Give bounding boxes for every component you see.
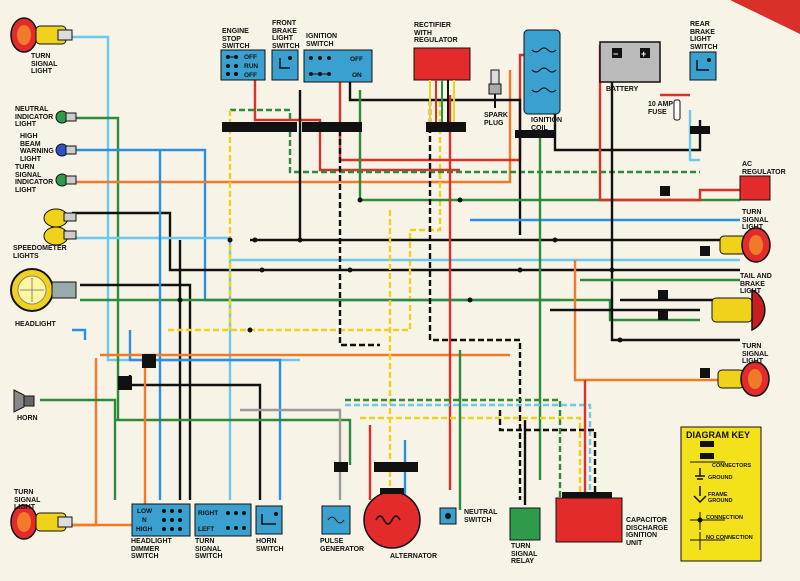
turn-signal-indicator-light-label: TURN SIGNAL INDICATOR LIGHT xyxy=(15,164,54,194)
turn-signal-light-label-bottom-left: TURN SIGNAL LIGHT xyxy=(14,489,41,511)
high-beam-warning-light-icon xyxy=(55,143,77,157)
high-beam-warning-light-label: HIGH BEAM WARNING LIGHT xyxy=(20,133,54,163)
ignition-on-text: ON xyxy=(352,72,362,79)
neutral-switch-icon xyxy=(439,507,457,525)
front-brake-light-switch-label: FRONT BRAKE LIGHT SWITCH xyxy=(272,20,300,50)
engine-stop-run-text: RUN xyxy=(244,63,258,70)
ignition-switch-icon xyxy=(303,49,373,83)
turn-signal-light-right-lower-icon xyxy=(717,361,770,397)
wire-harness xyxy=(40,35,745,527)
svg-text:−: − xyxy=(613,49,618,59)
ignition-coil-label: IGNITION COIL xyxy=(531,117,563,132)
alternator-label: ALTERNATOR xyxy=(390,553,438,560)
turn-signal-light-label-right-lower: TURN SIGNAL LIGHT xyxy=(742,343,769,365)
key-no-connection-text: NO CONNECTION xyxy=(706,535,753,541)
spark-plug-label: SPARK PLUG xyxy=(484,112,508,127)
battery-label: BATTERY xyxy=(606,86,639,93)
ac-regulator-icon xyxy=(739,175,771,201)
engine-stop-switch-icon xyxy=(220,49,266,81)
cdi-unit-label: CAPACITOR DISCHARGE IGNITION UNIT xyxy=(626,517,669,547)
engine-stop-switch-label: ENGINE STOP SWITCH xyxy=(222,28,250,50)
engine-stop-off-text: OFF xyxy=(244,54,257,61)
spark-plug-icon xyxy=(488,69,502,108)
battery-icon: − + xyxy=(599,41,661,83)
neutral-switch-label: NEUTRAL SWITCH xyxy=(464,509,498,524)
headlight-icon xyxy=(10,268,77,312)
turn-signal-switch-label: TURN SIGNAL SWITCH xyxy=(195,538,223,560)
horn-icon xyxy=(13,389,35,413)
horn-label: HORN xyxy=(17,415,38,422)
turn-signal-light-label-right-upper: TURN SIGNAL LIGHT xyxy=(742,209,769,231)
neutral-indicator-light-label: NEUTRAL INDICATOR LIGHT xyxy=(15,106,54,128)
dimmer-low-text: LOW xyxy=(137,508,153,515)
rectifier-regulator-icon xyxy=(413,47,471,122)
pulse-generator-label: PULSE GENERATOR xyxy=(320,538,365,553)
horn-switch-icon xyxy=(255,505,283,535)
dimmer-high-text: HIGH xyxy=(136,526,153,533)
ignition-switch-label: IGNITION SWITCH xyxy=(306,33,338,48)
connection-dots xyxy=(177,197,623,343)
horn-switch-label: HORN SWITCH xyxy=(256,538,284,553)
ignition-coil-icon xyxy=(523,29,561,115)
tail-brake-light-icon xyxy=(711,288,766,332)
diagram-key-box xyxy=(680,426,762,562)
key-connectors-text: CONNECTORS xyxy=(712,463,752,469)
rear-brake-light-switch-label: REAR BRAKE LIGHT SWITCH xyxy=(690,21,718,51)
front-brake-light-switch-icon xyxy=(271,49,299,81)
engine-stop-off2-text: OFF xyxy=(244,72,257,79)
alternator-icon xyxy=(363,488,421,549)
corner-accent xyxy=(730,0,800,34)
rectifier-regulator-label: RECTIFIER WITH REGULATOR xyxy=(414,22,458,44)
ac-regulator-label: AC REGULATOR xyxy=(742,161,786,176)
turn-signal-switch-icon xyxy=(194,503,252,537)
ignition-off-text: OFF xyxy=(350,56,363,63)
turn-signal-relay-label: TURN SIGNAL RELAY xyxy=(511,543,538,565)
turn-signal-relay-icon xyxy=(509,507,541,541)
key-ground-text: GROUND xyxy=(708,475,733,481)
fuse-icon xyxy=(673,99,681,121)
turn-signal-light-top-left-icon xyxy=(10,17,73,53)
connector-blocks xyxy=(118,122,710,500)
dimmer-n-text: N xyxy=(142,517,147,524)
svg-text:+: + xyxy=(641,49,646,59)
cdi-unit-icon xyxy=(555,497,623,543)
headlight-dimmer-switch-label: HEADLIGHT DIMMER SWITCH xyxy=(131,538,172,560)
turn-signal-light-bottom-left-icon xyxy=(10,504,73,540)
key-frame-ground-text: FRAME GROUND xyxy=(708,492,733,504)
turn-signal-light-label-top-left: TURN SIGNAL LIGHT xyxy=(31,53,58,75)
turn-signal-indicator-light-icon xyxy=(55,173,77,187)
speedometer-lights-label: SPEEDOMETER LIGHTS xyxy=(13,245,67,260)
speedometer-lights-icon xyxy=(43,208,77,246)
diagram-key-title: DIAGRAM KEY xyxy=(686,430,751,440)
headlight-dimmer-switch-icon xyxy=(131,503,191,537)
key-connection-text: CONNECTION xyxy=(706,515,743,521)
fuse-label: 10 AMP FUSE xyxy=(648,101,674,116)
pulse-generator-icon xyxy=(321,505,351,535)
rear-brake-light-switch-icon xyxy=(689,51,717,81)
turn-switch-left-text: LEFT xyxy=(198,526,214,533)
tail-brake-light-label: TAIL AND BRAKE LIGHT xyxy=(740,273,772,295)
turn-signal-light-right-upper-icon xyxy=(719,227,771,263)
headlight-label: HEADLIGHT xyxy=(15,321,56,328)
turn-switch-right-text: RIGHT xyxy=(198,510,218,517)
neutral-indicator-light-icon xyxy=(55,110,77,124)
